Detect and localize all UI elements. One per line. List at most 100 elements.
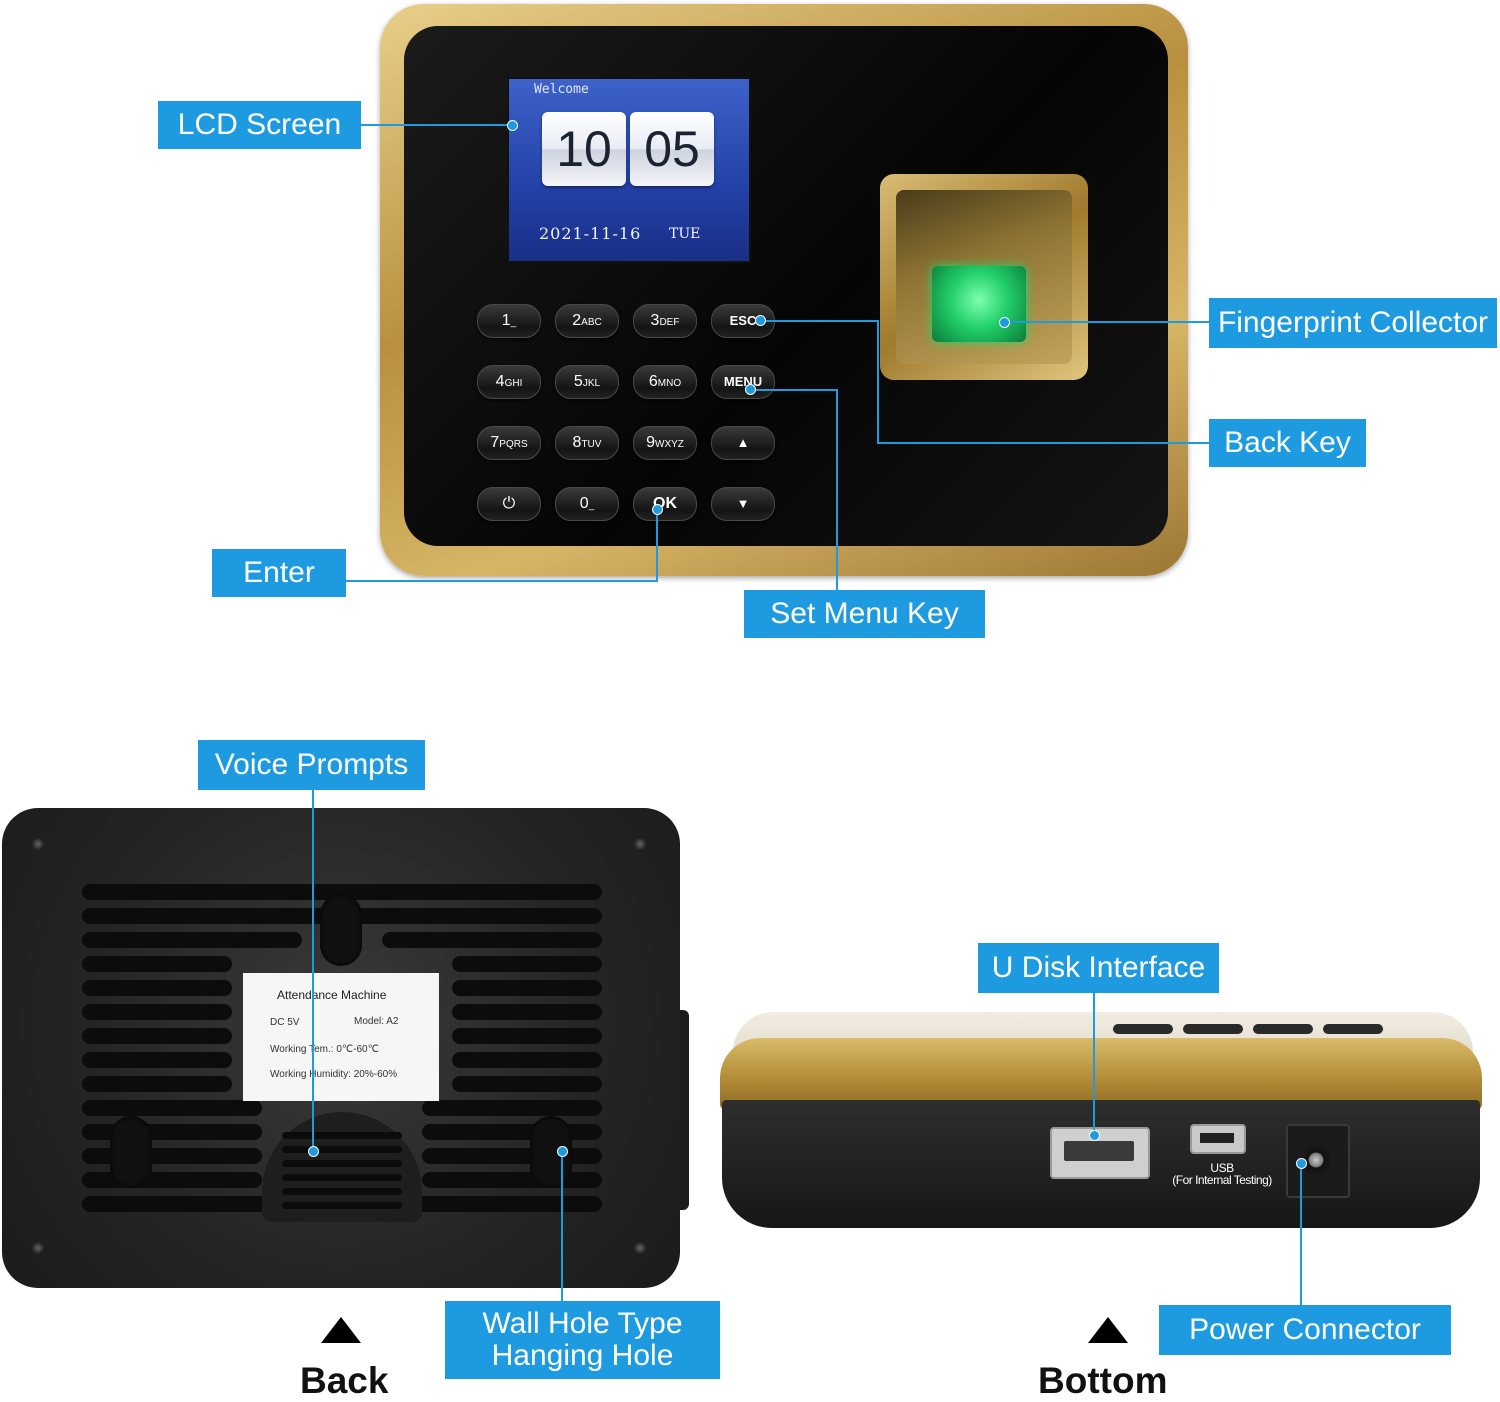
- back-key-callout-dot: [755, 315, 766, 326]
- back-key-callout-line-c: [877, 442, 1209, 444]
- vent-slot: [82, 1124, 262, 1140]
- key-5-letters: JKL: [582, 378, 601, 389]
- vent-slot: [82, 1052, 232, 1068]
- vent-slot: [452, 1052, 602, 1068]
- power-callout-line: [1300, 1162, 1302, 1305]
- key-2-letters: ABC: [581, 317, 602, 328]
- key-2[interactable]: 2ABC: [555, 304, 619, 338]
- bottom-caption-arrow-icon: [1088, 1317, 1128, 1343]
- key-0-label: 0: [579, 495, 589, 512]
- lcd-callout-dot: [507, 120, 518, 131]
- key-6[interactable]: 6MNO: [633, 365, 697, 399]
- key-8[interactable]: 8TUV: [555, 426, 619, 460]
- lcd-screen: Welcome 10 05 2021-11-16 TUE: [507, 77, 751, 263]
- mini-usb-slot: [1200, 1133, 1234, 1143]
- key-5[interactable]: 5JKL: [555, 365, 619, 399]
- power-key[interactable]: ⏻: [477, 487, 541, 521]
- back-caption-arrow-icon: [321, 1317, 361, 1343]
- usb-note: (For Internal Testing): [1172, 1173, 1272, 1187]
- key-6-label: 6: [648, 373, 658, 390]
- wall-hole-label-line2: Hanging Hole: [491, 1339, 674, 1372]
- lcd-date: 2021-11-16: [539, 224, 642, 243]
- fingerprint-sensor[interactable]: [932, 266, 1026, 342]
- fingerprint-collector-label: Fingerprint Collector: [1209, 298, 1497, 348]
- up-arrow-key[interactable]: ▲: [711, 426, 775, 460]
- vent-slot: [82, 884, 602, 900]
- usb-a-port-slot: [1064, 1141, 1134, 1161]
- bottom-caption: Bottom: [1038, 1360, 1168, 1401]
- fingerprint-callout-line: [1004, 321, 1210, 323]
- voice-callout-dot: [308, 1146, 319, 1157]
- key-7-letters: PQRS: [499, 439, 528, 450]
- key-4[interactable]: 4GHI: [477, 365, 541, 399]
- usb-label: USB: [1210, 1161, 1234, 1175]
- ok-key[interactable]: OK: [633, 487, 697, 521]
- speaker-slot: [282, 1174, 402, 1181]
- back-key-callout-line-a: [762, 320, 879, 322]
- screw: [634, 838, 646, 850]
- key-1[interactable]: 1_: [477, 304, 541, 338]
- key-7[interactable]: 7PQRS: [477, 426, 541, 460]
- screw: [32, 838, 44, 850]
- key-0[interactable]: 0_: [555, 487, 619, 521]
- voice-callout-line: [312, 789, 314, 1151]
- vent-slot: [452, 1076, 602, 1092]
- menu-key[interactable]: MENU: [711, 365, 775, 399]
- mini-usb-port[interactable]: [1190, 1124, 1246, 1154]
- key-6-letters: MNO: [657, 378, 682, 389]
- keypad-edge: [1323, 1024, 1383, 1034]
- vent-slot: [82, 1076, 232, 1092]
- key-4-letters: GHI: [504, 378, 523, 389]
- set-menu-key-label: Set Menu Key: [744, 590, 985, 638]
- hole-callout-dot: [557, 1146, 568, 1157]
- sticker-dc: DC 5V: [270, 1017, 300, 1028]
- hanging-hole-top: [320, 894, 362, 966]
- down-arrow-key[interactable]: ▼: [711, 487, 775, 521]
- key-3[interactable]: 3DEF: [633, 304, 697, 338]
- sticker-title: Attendance Machine: [277, 988, 387, 1002]
- lcd-welcome-text: Welcome: [534, 82, 589, 97]
- enter-callout-line-b: [346, 580, 658, 582]
- speaker-slot: [282, 1202, 402, 1209]
- vent-slot: [82, 980, 232, 996]
- vent-slot: [82, 1004, 232, 1020]
- key-3-letters: DEF: [659, 317, 680, 328]
- vent-slot: [422, 1172, 602, 1188]
- keypad-edge: [1113, 1024, 1173, 1034]
- key-9[interactable]: 9WXYZ: [633, 426, 697, 460]
- back-key-callout-line-b: [877, 320, 879, 444]
- lcd-day: TUE: [669, 226, 701, 242]
- screw: [634, 1242, 646, 1254]
- usb-a-port[interactable]: [1050, 1127, 1150, 1179]
- hole-callout-line: [561, 1150, 563, 1302]
- power-callout-dot: [1296, 1158, 1307, 1169]
- screw: [32, 1242, 44, 1254]
- enter-label: Enter: [212, 549, 346, 597]
- menu-callout-dot: [745, 384, 756, 395]
- enter-callout-dot: [652, 504, 663, 515]
- menu-callout-line-b: [836, 389, 838, 591]
- u-disk-interface-label: U Disk Interface: [978, 943, 1219, 993]
- vent-slot: [452, 980, 602, 996]
- key-9-letters: WXYZ: [655, 439, 684, 450]
- udisk-callout-dot: [1089, 1130, 1100, 1141]
- vent-slot: [82, 1148, 262, 1164]
- key-3-label: 3: [650, 312, 660, 329]
- speaker-slot: [282, 1188, 402, 1195]
- usb-port-label: USB (For Internal Testing): [1166, 1162, 1278, 1186]
- power-connector[interactable]: [1286, 1124, 1350, 1198]
- vent-slot: [82, 932, 302, 948]
- speaker-slot: [282, 1146, 402, 1153]
- vent-slot: [452, 1004, 602, 1020]
- vent-slot: [382, 932, 602, 948]
- sticker-humidity: Working Humidity: 20%-60%: [270, 1069, 398, 1080]
- vent-slot: [422, 1100, 602, 1116]
- clock-minutes: 05: [630, 112, 714, 186]
- sticker-temp: Working Tem.: 0℃-60℃: [270, 1044, 379, 1055]
- lcd-screen-label: LCD Screen: [158, 101, 361, 149]
- enter-callout-line-a: [656, 508, 658, 582]
- wall-hole-label-line1: Wall Hole Type: [482, 1307, 683, 1340]
- speaker-slot: [282, 1160, 402, 1167]
- wall-hole-label: Wall Hole Type Hanging Hole: [445, 1301, 720, 1379]
- clock-hours: 10: [542, 112, 626, 186]
